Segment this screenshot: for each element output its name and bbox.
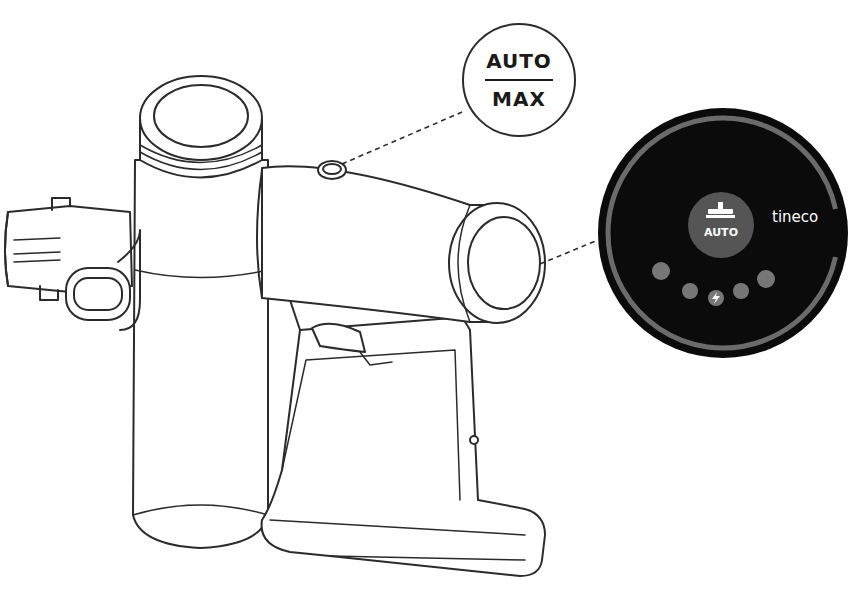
mode-button xyxy=(318,161,346,179)
progress-ring xyxy=(608,118,835,348)
leader-line xyxy=(540,240,598,264)
floor-head-icon xyxy=(706,202,735,218)
battery-dots xyxy=(652,262,775,306)
dust-bin xyxy=(133,160,268,548)
release-latch xyxy=(66,268,130,320)
leader-line xyxy=(342,112,462,164)
button-callout: AUTO MAX xyxy=(462,23,576,137)
mode-label: AUTO xyxy=(704,227,738,238)
mode-label: MAX xyxy=(492,88,546,110)
display-cap xyxy=(449,203,545,323)
brand-logo: tineco xyxy=(772,210,818,225)
display-callout: AUTO tineco xyxy=(598,108,848,358)
mode-label: AUTO xyxy=(486,50,552,72)
divider-line xyxy=(485,79,553,81)
mode-disc xyxy=(688,192,754,258)
trigger xyxy=(312,324,365,352)
handle xyxy=(262,300,545,576)
charge-bolt xyxy=(712,292,720,304)
